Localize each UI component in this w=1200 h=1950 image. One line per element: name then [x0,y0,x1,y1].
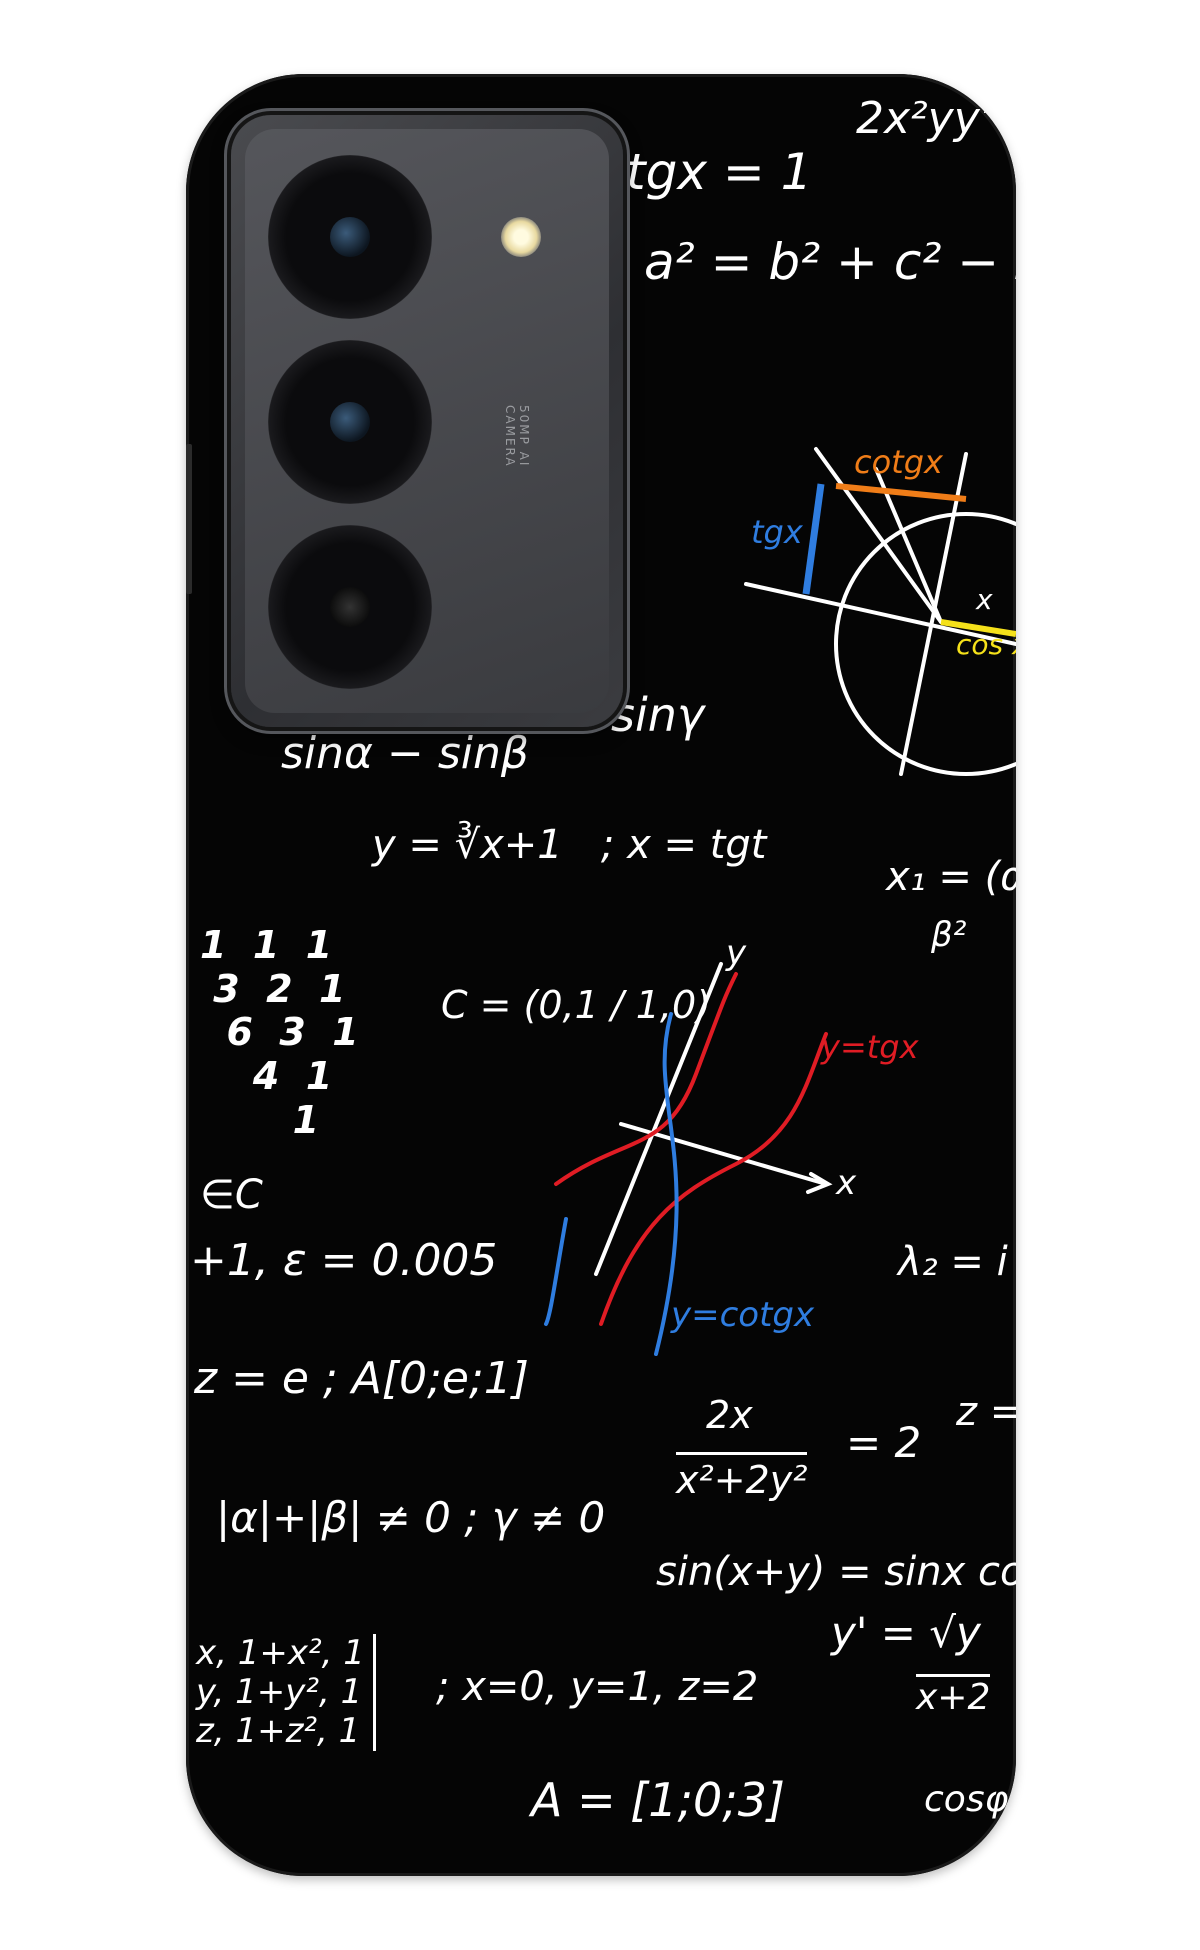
formula: A = [1;0;3] [531,1773,785,1827]
formula: sin(x+y) = sinx cos [656,1549,1016,1595]
formula: cosφ [924,1779,1009,1820]
formula: x, 1+x², 1 y, 1+y², 1 z, 1+z², 1 [196,1633,376,1752]
formula: tgx = 1 [626,143,813,201]
formula: z = e ; A[0;e;1] [194,1353,529,1404]
flash-icon [501,217,541,257]
formula: = 2 [846,1418,922,1467]
graph-cotg-label: y=cotgx [671,1295,815,1335]
formula: λ₂ = i [898,1239,1008,1285]
camera-module: 50MP AI CAMERA [231,115,623,727]
formula: x²+2y² [676,1452,808,1503]
formula: 2x [706,1393,753,1437]
graph-tg-label: y=tgx [821,1028,919,1066]
camera-label: 50MP AI CAMERA [503,405,531,468]
trig-circle-diagram [544,447,1016,1356]
formula: sinα − sinβ [281,728,529,779]
formula: 2x²yy' [856,93,992,144]
formula: sinγ [611,688,705,742]
graph-x-axis-label: x [836,1163,857,1203]
formula: ∈C [200,1172,263,1218]
formula: x+2 [916,1674,991,1718]
camera-lens [268,525,432,689]
diagram-x-label: x [976,583,993,616]
formula: ; x=0, y=1, z=2 [436,1664,759,1710]
side-button [186,444,192,594]
formula: y = ∛x+1 ; x = tgt [372,822,767,868]
graph-y-axis-label: y [726,933,747,973]
formula: z = [956,1389,1016,1435]
cos-label: cos x [956,628,1016,661]
formula: y' = √y [831,1608,981,1657]
camera-lens [268,340,432,504]
formula: β² [931,915,967,955]
formula: 1 1 1 3 2 1 6 3 1 4 1 1 [200,923,359,1142]
formula: +1, ε = 0.005 [190,1235,498,1286]
formula: |α|+|β| ≠ 0 ; γ ≠ 0 [216,1493,606,1542]
formula: C = (0,1 / 1,0) [441,983,712,1027]
formula: x₁ = (α+β [886,854,1016,900]
cotg-label: cotgx [854,443,943,481]
phone-case: 2x²yy' tgx = 1 a² = b² + c² − 2 sinα − s… [186,74,1016,1876]
tg-label: tgx [751,513,803,551]
formula: a² = b² + c² − 2 [644,233,1016,291]
camera-lens [268,155,432,319]
